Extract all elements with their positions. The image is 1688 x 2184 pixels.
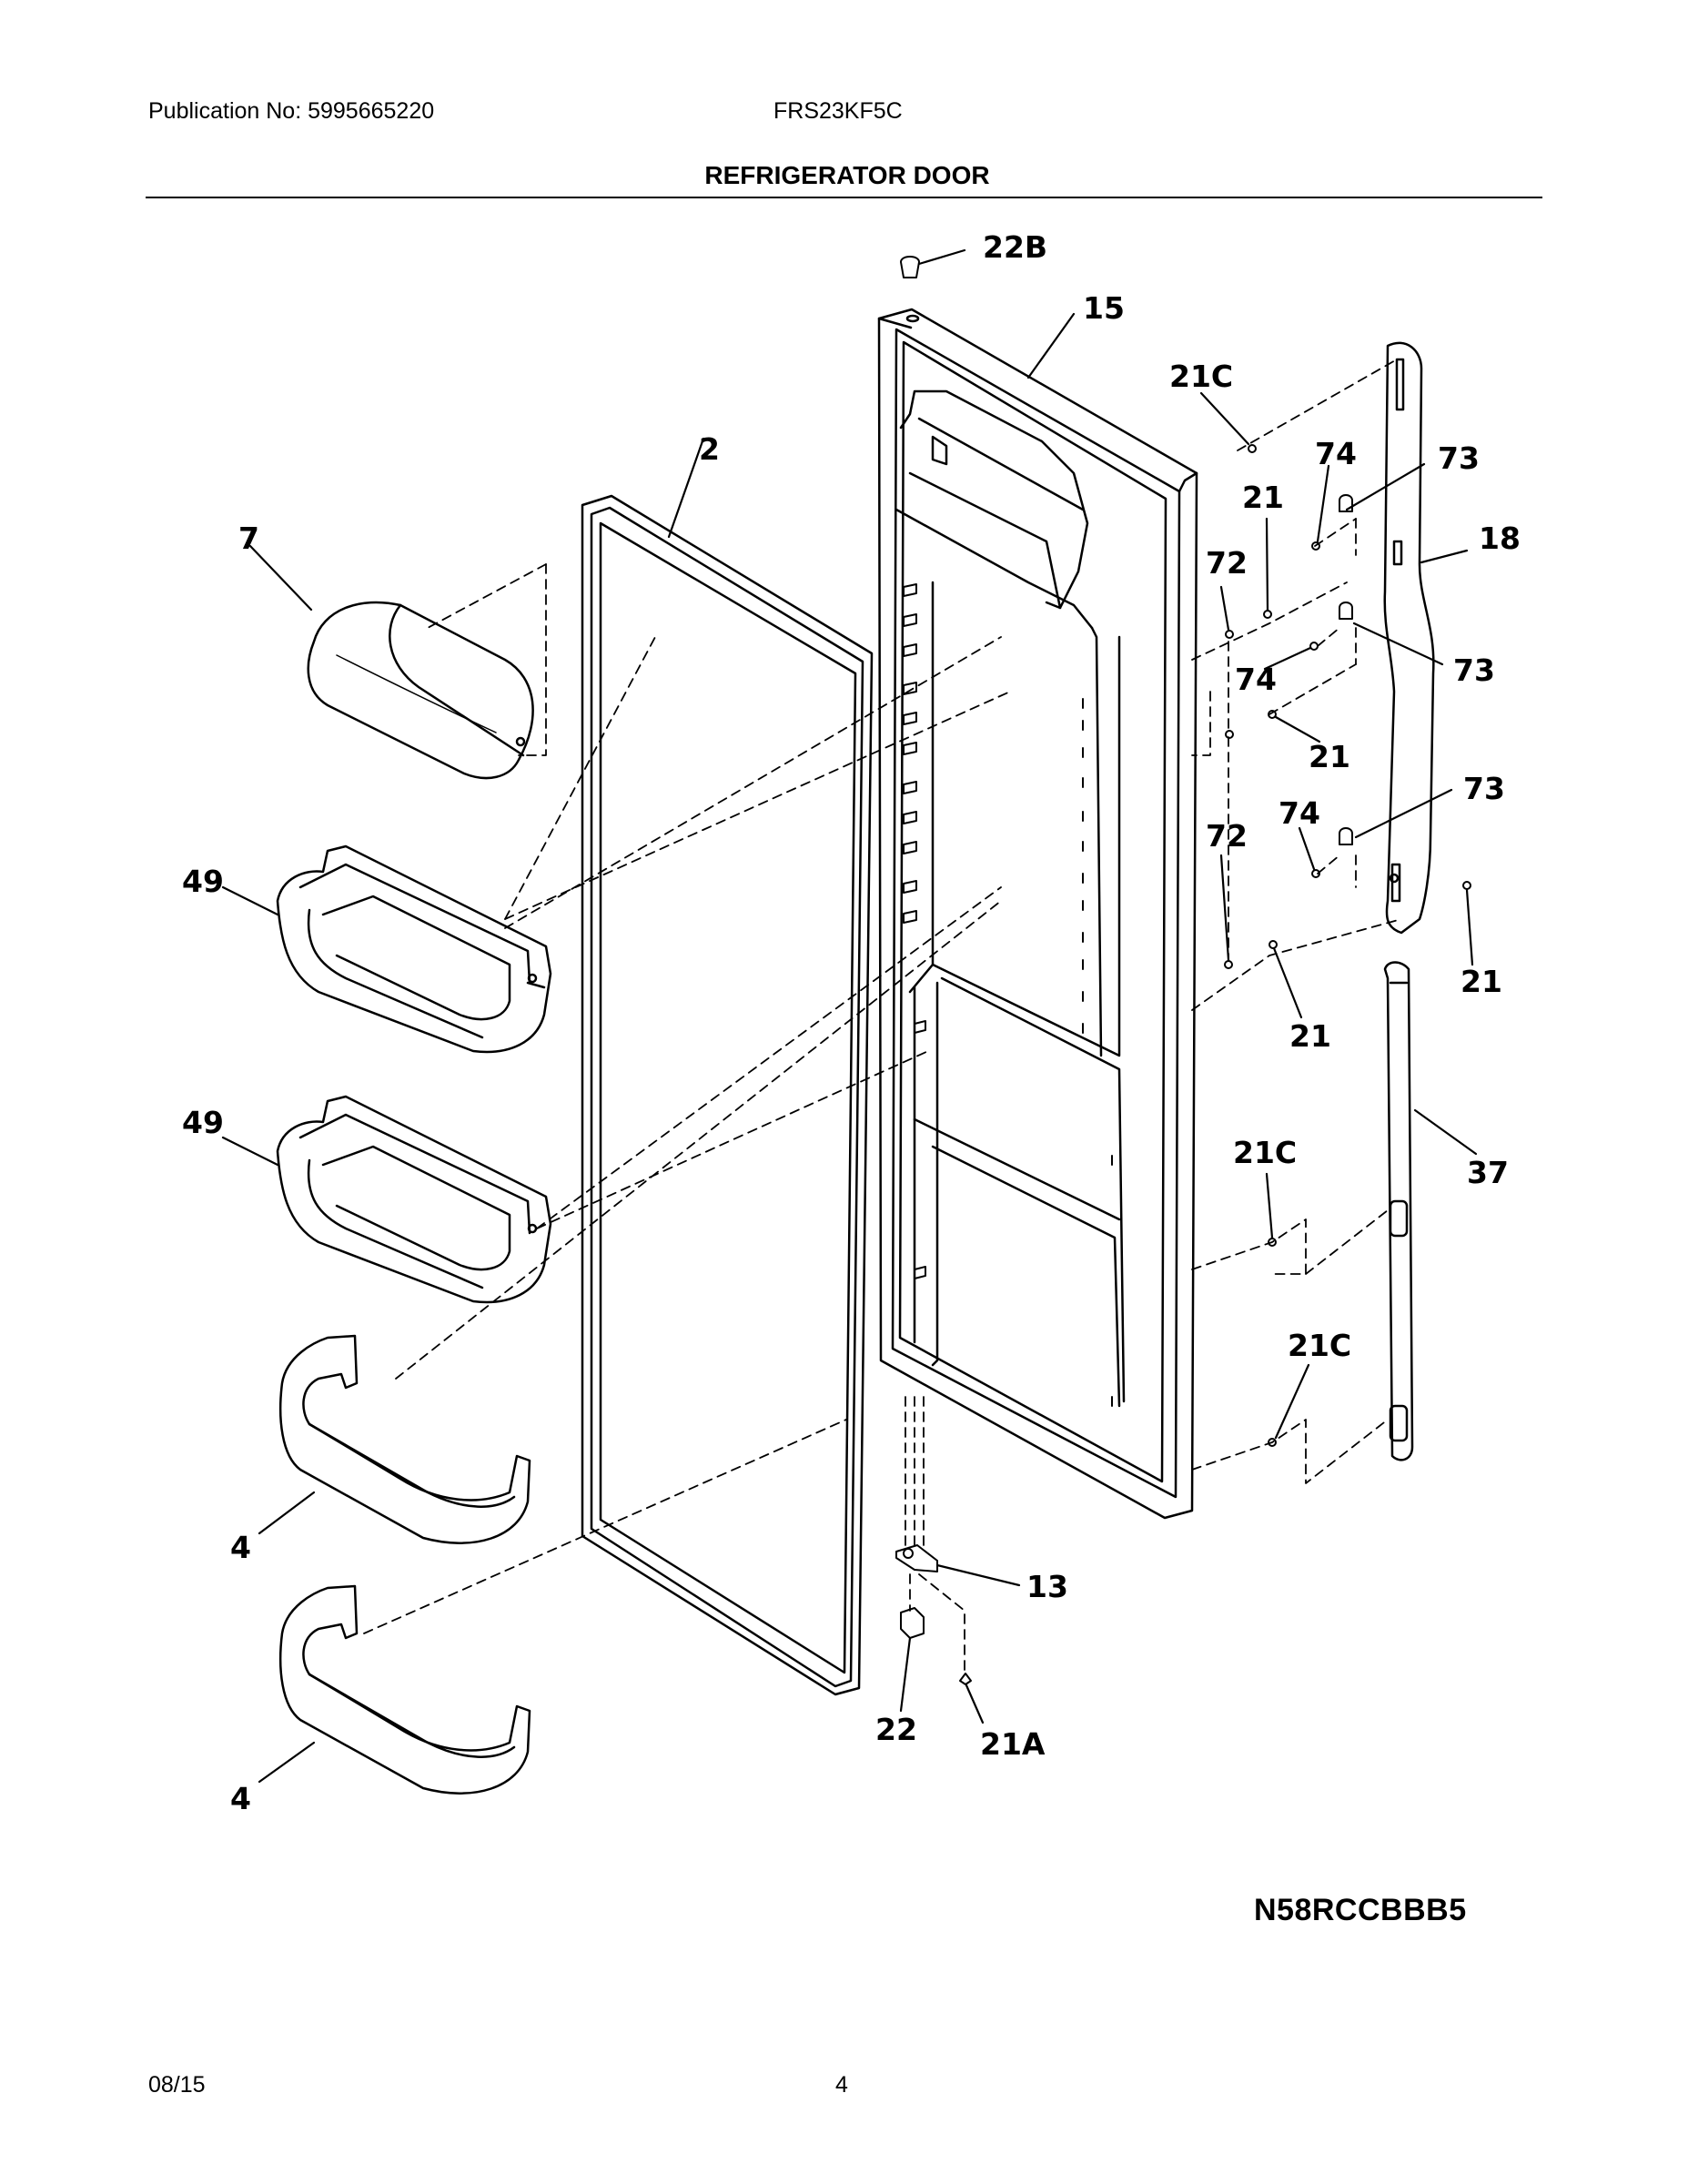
door-assembly (877, 308, 1198, 1520)
door-bin-4-lower (278, 1584, 531, 1795)
callout-15: 15 (1083, 290, 1125, 326)
bucket-part-7 (307, 601, 534, 780)
handle-part-37 (1383, 961, 1414, 1461)
callout-74-c: 74 (1279, 795, 1320, 831)
callout-2: 2 (699, 431, 720, 467)
callout-21c-mid: 21C (1233, 1135, 1297, 1170)
assembly-dashed-lines (363, 359, 1402, 1675)
door-bin-4-upper (278, 1334, 531, 1544)
callout-73-b: 73 (1453, 652, 1495, 688)
callout-72-a: 72 (1206, 545, 1248, 581)
callout-7: 7 (238, 521, 259, 556)
diagram-code: N58RCCBBB5 (1254, 1893, 1467, 1927)
callout-leaders (221, 248, 1478, 1784)
footer-date: 08/15 (148, 2072, 206, 2098)
callout-21c-low: 21C (1288, 1328, 1351, 1363)
callout-37: 37 (1467, 1155, 1509, 1190)
callout-21-d: 21 (1289, 1018, 1331, 1054)
callout-49-b: 49 (182, 1105, 224, 1140)
page-number: 4 (835, 2072, 848, 2098)
callout-4-b: 4 (230, 1781, 251, 1816)
shelf-bump-pegs (903, 583, 926, 1279)
callout-21-c: 21 (1461, 964, 1502, 999)
small-hardware (895, 256, 1471, 1685)
page-title: REFRIGERATOR DOOR (704, 161, 990, 189)
door-gasket (581, 494, 874, 1696)
door-bin-49-upper (276, 844, 552, 1054)
publication-number: Publication No: 5995665220 (148, 98, 435, 124)
callout-73-c: 73 (1463, 771, 1505, 806)
handle-part-18 (1383, 341, 1435, 935)
callout-4-a: 4 (230, 1530, 251, 1565)
callout-49-a: 49 (182, 864, 224, 899)
callout-21a: 21A (980, 1726, 1046, 1762)
callout-74-b: 74 (1235, 662, 1277, 697)
header-rule (146, 197, 1542, 198)
callout-21-a: 21 (1242, 480, 1284, 515)
callout-74-a: 74 (1315, 436, 1357, 471)
model-number: FRS23KF5C (773, 98, 903, 124)
callout-labels: 22B 15 21C 2 74 73 7 21 18 72 74 73 21 7… (182, 229, 1521, 1816)
door-bin-49-lower (276, 1095, 552, 1304)
callout-22: 22 (875, 1712, 917, 1747)
callout-21-b: 21 (1309, 739, 1350, 774)
callout-72-b: 72 (1206, 818, 1248, 854)
callout-13: 13 (1026, 1569, 1068, 1604)
callout-18: 18 (1479, 521, 1521, 556)
liner-marks (1082, 698, 1113, 1407)
callout-73-a: 73 (1438, 440, 1480, 476)
callout-21c-top: 21C (1169, 359, 1233, 394)
callout-22b: 22B (983, 229, 1047, 265)
